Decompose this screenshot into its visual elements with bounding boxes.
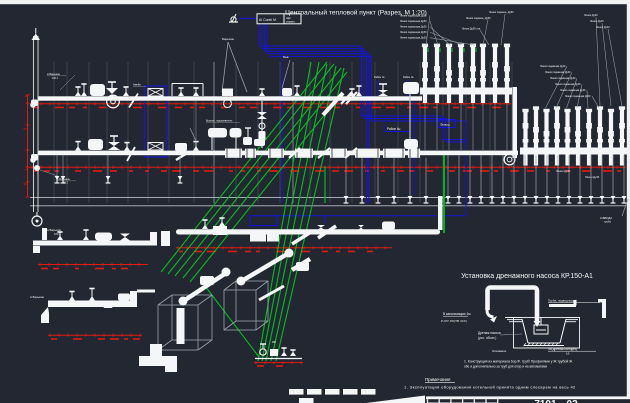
svg-text:100.1: 100.1	[52, 77, 59, 80]
svg-text:500: 500	[24, 127, 29, 131]
svg-text:Линия подающая Ду50: Линия подающая Ду50	[400, 20, 427, 23]
svg-text:Район №: Район №	[387, 127, 401, 131]
svg-text:Примечания: Примечания	[425, 377, 451, 382]
svg-text:А.Барыкин: А.Барыкин	[57, 177, 70, 181]
svg-text:Линия подающая Ду50: Линия подающая Ду50	[400, 37, 427, 40]
svg-text:Барыкин: Барыкин	[222, 37, 234, 41]
svg-text:Линия подающая Ду40: Линия подающая Ду40	[565, 95, 591, 98]
svg-text:Центральный тепловой пункт (Ра: Центральный тепловой пункт (Разрез, М 1:…	[285, 9, 427, 17]
svg-text:Выв.: Выв.	[283, 55, 289, 59]
svg-text:Линия Ду40: Линия Ду40	[585, 175, 600, 179]
svg-text:Линия Ду40: Линия Ду40	[596, 26, 610, 29]
svg-text:Линия подающая Ду40: Линия подающая Ду40	[555, 83, 581, 86]
svg-text:АI Contrl М: АI Contrl М	[259, 18, 276, 22]
svg-text:Вывод: Вывод	[441, 123, 450, 127]
svg-text:Линия Ду40: Линия Ду40	[556, 169, 571, 173]
svg-text:ФВ: ФВ	[272, 340, 276, 344]
svg-text:500: 500	[24, 182, 29, 186]
svg-text:А.Барыкин: А.Барыкин	[47, 228, 61, 232]
svg-text:Район №: Район №	[374, 76, 385, 79]
svg-text:(усл. обозн.): (усл. обозн.)	[478, 336, 496, 340]
svg-text:1б: 1б	[566, 352, 570, 356]
svg-text:Щит: Щит	[286, 16, 292, 20]
svg-text:Линия подающая Ду40: Линия подающая Ду40	[550, 77, 576, 80]
svg-text:Линия подающ. Ду50: Линия подающ. Ду50	[466, 17, 491, 20]
svg-text:За дренаж колодец: За дренаж колодец	[548, 347, 577, 351]
svg-text:Линия подающая Ду40: Линия подающая Ду40	[540, 65, 566, 68]
svg-text:Линия подающ. Ду50: Линия подающ. Ду50	[489, 11, 514, 14]
svg-text:Линия Ду40: Линия Ду40	[584, 14, 598, 17]
svg-text:Линия подающая Ду50: Линия подающая Ду50	[400, 15, 427, 18]
svg-text:Основание: Основание	[492, 349, 507, 353]
svg-text:1. Конструкция из материала bо: 1. Конструкция из материала bор.Ф. труб!…	[464, 360, 573, 364]
svg-text:1. Эксплуатация оборудования: 1. Эксплуатация оборудования котельной п…	[404, 385, 576, 390]
svg-text:управл.: управл.	[286, 21, 295, 24]
svg-text:Линия подающая Ду40: Линия подающая Ду40	[545, 71, 571, 74]
svg-text:В канализацию 1м: В канализацию 1м	[443, 312, 471, 316]
svg-text:А.Барыкин: А.Барыкин	[30, 295, 44, 299]
svg-text:труба: труба	[604, 220, 611, 224]
svg-text:Ампйл: Ампйл	[133, 83, 141, 87]
svg-text:Линия подающая Ду50: Линия подающая Ду50	[400, 26, 427, 29]
svg-text:7101—02: 7101—02	[534, 399, 578, 403]
svg-text:Выключ. подогреватель: Выключ. подогреватель	[206, 120, 233, 123]
svg-text:Линия Ду50 отв.: Линия Ду50 отв.	[462, 28, 481, 31]
svg-text:Р-ОУ! РО(ТВ ЧХХ): Р-ОУ! РО(ТВ ЧХХ)	[441, 319, 467, 323]
svg-text:Линия Ду40: Линия Ду40	[590, 20, 604, 23]
svg-text:100.4: 100.4	[54, 232, 61, 236]
svg-text:Установка дренажного насоса КР: Установка дренажного насоса КР.150-А1	[461, 273, 593, 280]
svg-text:Линия подающая Ду40: Линия подающая Ду40	[560, 89, 586, 92]
svg-text:Труба, подвод воды!: Труба, подвод воды!	[548, 299, 577, 303]
svg-text:А.ВВОДА: А.ВВОДА	[600, 216, 612, 220]
svg-text:Дренаж насоса: Дренаж насоса	[478, 331, 501, 335]
svg-text:обе и дополнительно за труб дл: обе и дополнительно за труб для опор и н…	[464, 365, 547, 369]
svg-text:Линия подающая Ду50: Линия подающая Ду50	[400, 31, 427, 34]
svg-text:Район №: Район №	[403, 76, 414, 79]
svg-text:А.Барыкин: А.Барыкин	[47, 72, 60, 76]
